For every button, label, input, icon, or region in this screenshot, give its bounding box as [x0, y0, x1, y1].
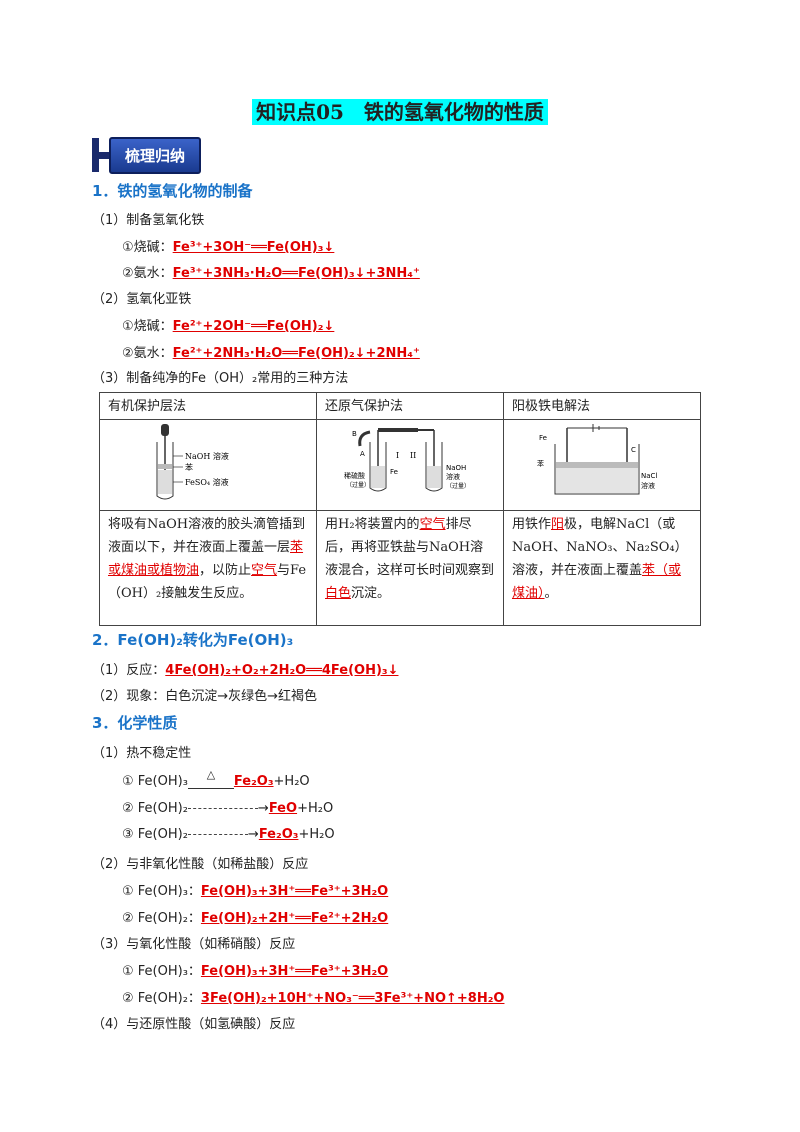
fig3-label: C [631, 446, 636, 454]
sec1-c: （3）制备纯净的Fe（OH）₂常用的三种方法 [92, 371, 349, 386]
fig3-label: 溶液 [641, 481, 655, 490]
method-desc-reducing: 用H₂将装置内的空气排尽后，再将亚铁盐与NaOH溶液混合，这样可长时间观察到白色… [316, 510, 504, 626]
page-title: 知识点05 铁的氢氧化物的性质 [0, 96, 800, 125]
sec1-b: （2）氢氧化亚铁 [92, 292, 192, 307]
sec3-a: （1）热不稳定性 [92, 746, 192, 761]
figure-anode-electrolysis: Fe C 苯 NaCl 溶液 [503, 419, 701, 511]
fig1-label: FeSO₄ 溶液 [185, 477, 229, 487]
fig2-label: Fe [390, 468, 398, 476]
fig1-label: 苯 [185, 462, 193, 472]
sec3-a2: ② Fe(OH)₂→FeO+H₂O [122, 801, 334, 816]
section2-heading: 2．Fe(OH)₂转化为Fe(OH)₃ [92, 631, 294, 649]
fig2-label: II [410, 451, 416, 460]
sec1-b1: ①烧碱：Fe²⁺+2OH⁻══Fe(OH)₂↓ [122, 319, 335, 334]
fig2-label: I [396, 451, 399, 460]
sec3-d: （4）与还原性酸（如氢碘酸）反应 [92, 1017, 296, 1032]
sec3-a1: ① Fe(OH)₃ △Fe₂O₃+H₂O [122, 768, 310, 789]
sec3-c2: ② Fe(OH)₂：3Fe(OH)₂+10H⁺+NO₃⁻══3Fe³⁺+NO↑+… [122, 991, 505, 1006]
table-header: 阳极铁电解法 [503, 392, 701, 420]
fig2-label: 溶液 [446, 472, 460, 481]
sec3-b: （2）与非氧化性酸（如稀盐酸）反应 [92, 857, 309, 872]
sec2-reaction: （1）反应：4Fe(OH)₂+O₂+2H₂O══4Fe(OH)₃↓ [92, 663, 399, 678]
fig3-label: NaCl [641, 472, 657, 480]
fig2-label: （过量） [346, 481, 370, 489]
fig2-label: 稀硫酸 [344, 471, 365, 480]
fig3-label: Fe [539, 434, 547, 442]
sec3-b2: ② Fe(OH)₂：Fe(OH)₂+2H⁺══Fe²⁺+2H₂O [122, 911, 389, 926]
table-header: 还原气保护法 [316, 392, 504, 420]
fig1-label: NaOH 溶液 [185, 451, 229, 461]
figure-reducing-gas: B A I II 稀硫酸 （过量） Fe NaOH 溶液 （过量） [316, 419, 504, 511]
fig2-label: B [352, 430, 357, 438]
sec1-b2: ②氨水：Fe²⁺+2NH₃·H₂O══Fe(OH)₂↓+2NH₄⁺ [122, 346, 420, 361]
section-badge: 梳理归纳 [92, 136, 202, 174]
sec3-a3: ③ Fe(OH)₂→Fe₂O₃+H₂O [122, 827, 335, 842]
fig2-label: NaOH [446, 464, 466, 472]
table-header: 有机保护层法 [99, 392, 317, 420]
method-desc-organic: 将吸有NaOH溶液的胶头滴管插到液面以下，并在液面上覆盖一层苯或煤油或植物油，以… [99, 510, 317, 626]
section1-heading: 1．铁的氢氧化物的制备 [92, 182, 253, 200]
method-desc-anode: 用铁作阳极，电解NaCl（或NaOH、NaNO₃、Na₂SO₄）溶液，并在液面上… [503, 510, 701, 626]
section3-heading: 3．化学性质 [92, 714, 178, 732]
fig3-label: 苯 [537, 459, 544, 468]
sec3-b1: ① Fe(OH)₃：Fe(OH)₃+3H⁺══Fe³⁺+3H₂O [122, 884, 389, 899]
sec1-a1: ①烧碱：Fe³⁺+3OH⁻══Fe(OH)₃↓ [122, 240, 335, 255]
sec1-a2: ②氨水：Fe³⁺+3NH₃·H₂O══Fe(OH)₃↓+3NH₄⁺ [122, 266, 420, 281]
sec1-a: （1）制备氢氧化铁 [92, 213, 205, 228]
sec2-phenomenon: （2）现象：白色沉淀→灰绿色→红褐色 [92, 689, 318, 704]
fig2-label: （过量） [446, 482, 470, 490]
fig2-label: A [360, 450, 365, 458]
figure-organic-layer: NaOH 溶液 苯 FeSO₄ 溶液 [99, 419, 317, 511]
methods-table: 有机保护层法 还原气保护法 阳极铁电解法 NaOH 溶液 苯 FeSO₄ 溶液 [99, 392, 701, 626]
sec3-c1: ① Fe(OH)₃：Fe(OH)₃+3H⁺══Fe³⁺+3H₂O [122, 964, 389, 979]
sec3-c: （3）与氧化性酸（如稀硝酸）反应 [92, 937, 296, 952]
